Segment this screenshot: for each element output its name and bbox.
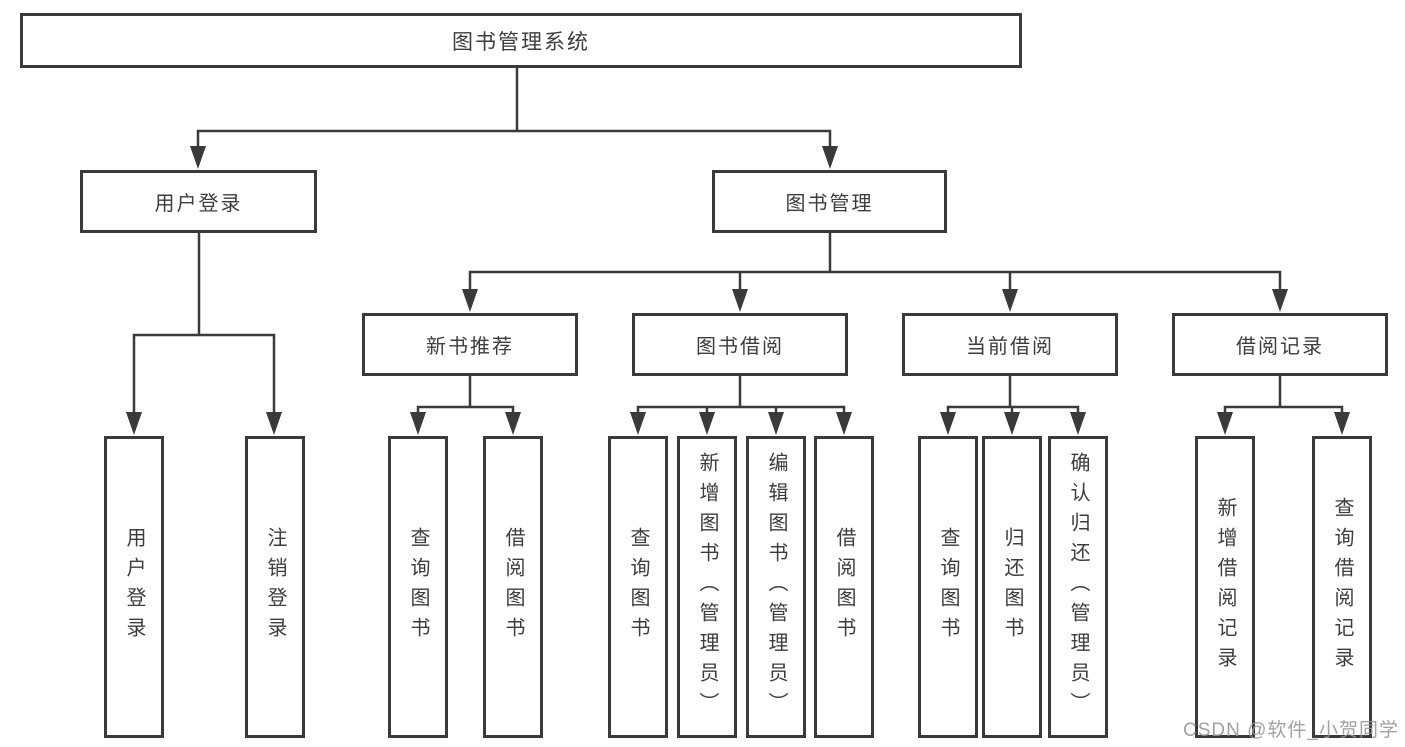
node-new-book-recommend: 新书推荐	[362, 313, 578, 376]
node-label: 新增图书（管理员）	[696, 452, 718, 722]
node-label: 确认归还（管理员）	[1067, 452, 1089, 722]
node-label: 归还图书	[1001, 527, 1023, 647]
leaf-borrow-books-recommend: 借阅图书	[483, 436, 543, 738]
node-label: 查询图书	[407, 527, 429, 647]
leaf-query-books-borrow: 查询图书	[608, 436, 668, 738]
node-label: 注销登录	[264, 527, 286, 647]
leaf-borrow-books: 借阅图书	[814, 436, 874, 738]
node-label: 用户登录	[154, 193, 243, 215]
arrowheads	[126, 146, 1350, 435]
node-label: 借阅图书	[502, 527, 524, 647]
leaf-edit-books-admin: 编辑图书（管理员）	[746, 436, 806, 738]
leaf-confirm-return-admin: 确认归还（管理员）	[1048, 436, 1108, 738]
node-label: 新书推荐	[426, 336, 514, 358]
leaf-add-books-admin: 新增图书（管理员）	[677, 436, 737, 738]
node-label: 当前借阅	[966, 336, 1054, 358]
node-label: 新增借阅记录	[1214, 497, 1236, 677]
node-label: 查询图书	[627, 527, 649, 647]
node-user-login: 用户登录	[80, 170, 317, 233]
node-borrowing-records: 借阅记录	[1172, 313, 1388, 376]
node-label: 图书借阅	[696, 336, 784, 358]
node-current-borrowing: 当前借阅	[902, 313, 1118, 376]
node-label: 编辑图书（管理员）	[765, 452, 787, 722]
node-label: 图书管理	[785, 193, 874, 215]
leaf-return-books: 归还图书	[982, 436, 1042, 738]
leaf-logout: 注销登录	[245, 436, 305, 738]
leaf-add-borrow-record: 新增借阅记录	[1195, 436, 1255, 738]
node-book-management: 图书管理	[712, 170, 947, 233]
node-label: 图书管理系统	[452, 30, 590, 54]
node-label: 查询借阅记录	[1331, 497, 1353, 677]
node-label: 借阅图书	[833, 527, 855, 647]
leaf-query-borrow-record: 查询借阅记录	[1312, 436, 1372, 738]
node-library-management-system: 图书管理系统	[20, 13, 1022, 68]
leaf-user-login: 用户登录	[104, 436, 164, 738]
leaf-query-books-current: 查询图书	[918, 436, 978, 738]
node-label: 查询图书	[937, 527, 959, 647]
leaf-query-books-recommend: 查询图书	[388, 436, 448, 738]
node-label: 借阅记录	[1236, 336, 1324, 358]
watermark: CSDN @软件_小贺同学	[1183, 720, 1399, 741]
node-book-borrowing: 图书借阅	[632, 313, 848, 376]
node-label: 用户登录	[123, 527, 145, 647]
